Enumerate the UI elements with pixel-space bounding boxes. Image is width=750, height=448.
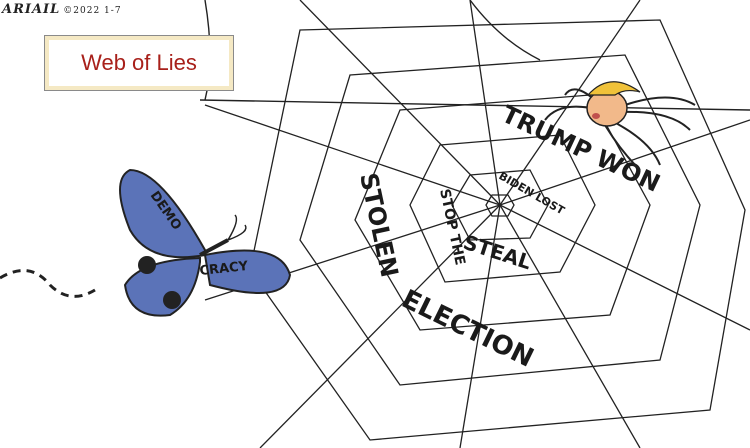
butterfly-spot-icon (138, 256, 156, 274)
label-election: ELECTION (397, 284, 538, 373)
butterfly-antenna-icon (227, 214, 247, 241)
spider-hair-icon (586, 81, 641, 96)
butterfly-lower-wing-icon (123, 256, 201, 317)
label-steal: STEAL (460, 230, 534, 275)
artist-signature: ARIAIL©2022 1-7 (2, 2, 122, 17)
spider-mouth-icon (592, 113, 600, 119)
signature-name: ARIAIL (2, 2, 61, 17)
butterfly-body-icon (199, 238, 229, 257)
butterfly-right-wing-icon (203, 249, 292, 294)
butterfly-text-cracy: CRACY (199, 259, 249, 279)
butterfly-figure: DEMO CRACY (119, 168, 292, 317)
web-spokes (204, 0, 750, 448)
flight-path (0, 269, 96, 298)
butterfly-upper-wing-icon (119, 168, 206, 259)
label-stolen: STOLEN (354, 170, 403, 279)
room-lines (199, 0, 750, 111)
cartoon-title: Web of Lies (81, 50, 197, 75)
web-rings (249, 19, 746, 441)
butterfly-spot-icon (163, 291, 181, 309)
signature-date: ©2022 1-7 (63, 6, 122, 16)
spider-figure (544, 81, 696, 171)
title-box: Web of Lies (44, 35, 234, 91)
